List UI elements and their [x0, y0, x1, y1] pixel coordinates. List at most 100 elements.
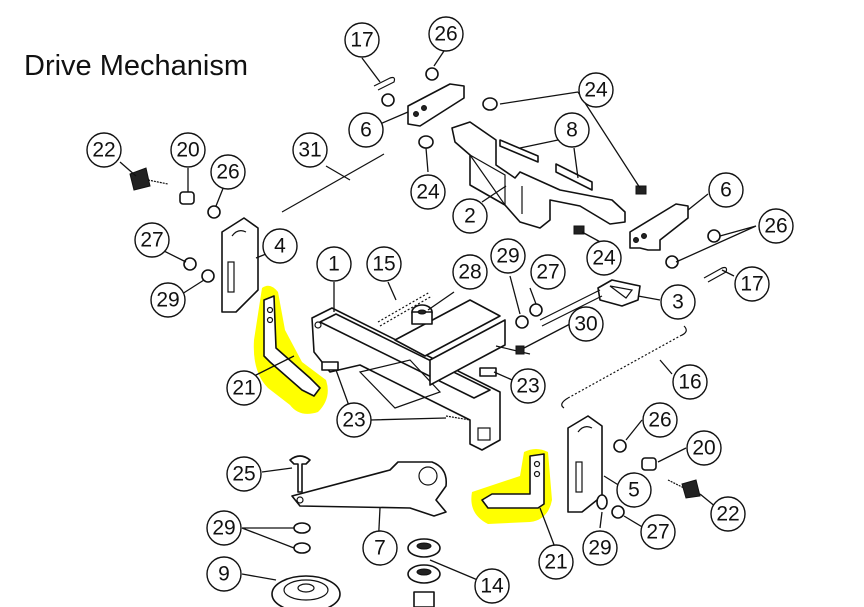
callout-20: 20	[170, 132, 206, 168]
part-6-plate-upper	[407, 83, 465, 127]
callout-7: 7	[362, 530, 398, 566]
callout-4: 4	[262, 228, 298, 264]
callout-27: 27	[530, 254, 566, 290]
callout-circle	[586, 240, 622, 276]
callout-circle	[366, 246, 402, 282]
callout-number: 6	[360, 119, 372, 142]
callout-25: 25	[226, 456, 262, 492]
callout-number: 17	[740, 273, 763, 296]
callout-number: 25	[232, 463, 255, 486]
callout-number: 3	[672, 291, 684, 314]
callout-number: 1	[328, 253, 340, 276]
callout-number: 2	[464, 205, 476, 228]
callout-29: 29	[490, 238, 526, 274]
part-17-cotter-pin-right	[703, 266, 728, 283]
callout-number: 24	[584, 79, 608, 102]
callout-circle	[708, 172, 744, 208]
callout-20: 20	[686, 430, 722, 466]
callout-circle	[642, 402, 678, 438]
callout-number: 9	[218, 563, 230, 586]
callout-21: 21	[538, 544, 574, 580]
part-21-bracket-left	[263, 295, 321, 397]
part-9-pulley	[271, 575, 341, 607]
callout-22: 22	[86, 132, 122, 168]
callout-circle	[758, 208, 794, 244]
callout-number: 24	[592, 247, 616, 270]
callout-number: 14	[480, 575, 504, 598]
part-14-bearings	[407, 538, 441, 607]
callout-16: 16	[672, 364, 708, 400]
callout-number: 20	[176, 139, 199, 162]
callout-26: 26	[428, 16, 464, 52]
callout-number: 26	[216, 161, 239, 184]
callout-circle	[344, 22, 380, 58]
part-3-pivot-bracket	[539, 279, 641, 327]
callout-14: 14	[474, 568, 510, 604]
part-21-bracket-right	[481, 453, 545, 509]
callout-31: 31	[292, 132, 328, 168]
callout-23: 23	[336, 402, 372, 438]
callout-circle	[452, 254, 488, 290]
part-17-cotter-pin-upper	[373, 76, 396, 91]
callout-number: 22	[92, 139, 115, 162]
part-1-main-frame	[311, 299, 506, 451]
callout-24: 24	[586, 240, 622, 276]
part-25-carriage-bolt	[289, 455, 311, 493]
callout-circle	[410, 174, 446, 210]
callout-circle	[578, 72, 614, 108]
callout-circle	[710, 496, 746, 532]
callout-number: 23	[516, 375, 539, 398]
callout-number: 8	[566, 119, 578, 142]
callout-number: 24	[416, 181, 440, 204]
callout-number: 16	[678, 371, 701, 394]
callout-26: 26	[758, 208, 794, 244]
callout-27: 27	[134, 222, 170, 258]
part-27-nuts	[183, 257, 625, 519]
callout-6: 6	[708, 172, 744, 208]
part-20-spacer-right	[641, 457, 657, 471]
callout-21: 21	[226, 370, 262, 406]
callout-9: 9	[206, 556, 242, 592]
callout-circle	[640, 514, 676, 550]
callout-circle	[170, 132, 206, 168]
callout-number: 27	[646, 521, 669, 544]
part-2-upper-bracket	[451, 121, 626, 229]
callout-circle	[616, 472, 652, 508]
callout-30: 30	[568, 306, 604, 342]
callout-number: 5	[628, 479, 640, 502]
callout-circle	[530, 254, 566, 290]
callout-15: 15	[366, 246, 402, 282]
callout-26: 26	[210, 154, 246, 190]
callout-29: 29	[150, 282, 186, 318]
callout-number: 31	[298, 139, 321, 162]
callout-circle	[226, 456, 262, 492]
part-24-bolts	[418, 97, 647, 235]
callout-number: 23	[342, 409, 365, 432]
part-20-spacer-left	[179, 191, 195, 205]
callout-29: 29	[582, 530, 618, 566]
callout-27: 27	[640, 514, 676, 550]
callout-29: 29	[206, 510, 242, 546]
part-22-bolt-left	[129, 167, 169, 191]
callout-circle	[206, 510, 242, 546]
callout-circle	[568, 306, 604, 342]
callout-circle	[672, 364, 708, 400]
callout-circle	[336, 402, 372, 438]
part-22-bolt-right	[667, 479, 701, 499]
callout-circle	[554, 112, 590, 148]
callout-28: 28	[452, 254, 488, 290]
part-30-rod	[495, 345, 531, 355]
callout-circle	[428, 16, 464, 52]
callout-5: 5	[616, 472, 652, 508]
part-28-bushing	[411, 304, 433, 325]
part-16-spring	[561, 325, 687, 409]
callout-number: 15	[372, 253, 395, 276]
callout-circle	[582, 530, 618, 566]
callout-circle	[474, 568, 510, 604]
callout-number: 29	[496, 245, 519, 268]
part-23-bolts	[321, 361, 497, 421]
callout-circle	[686, 430, 722, 466]
callout-1: 1	[316, 246, 352, 282]
